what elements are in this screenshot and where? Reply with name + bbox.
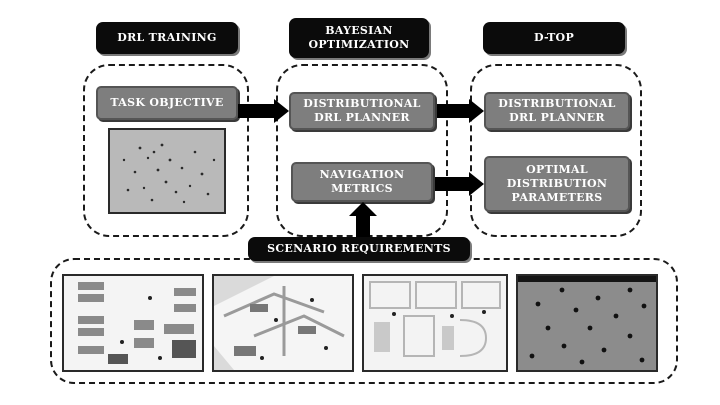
- task-objective-box: TASK OBJECTIVE: [96, 86, 238, 120]
- optimal-parameters-box: OPTIMAL DISTRIBUTION PARAMETERS: [484, 156, 630, 212]
- header-bayesian-optimization-label: BAYESIAN OPTIMIZATION: [308, 24, 410, 51]
- task-objective-label: TASK OBJECTIVE: [110, 96, 224, 109]
- scenario-image-floorplan: [362, 274, 508, 372]
- header-dtop: D-TOP: [483, 22, 625, 54]
- distributional-planner-box-1: DISTRIBUTIONAL DRL PLANNER: [289, 92, 435, 130]
- header-dtop-label: D-TOP: [533, 31, 575, 44]
- navigation-metrics-box: NAVIGATION METRICS: [291, 162, 433, 202]
- header-drl-training-label: DRL TRAINING: [117, 31, 217, 44]
- distributional-planner-box-2: DISTRIBUTIONAL DRL PLANNER: [484, 92, 630, 130]
- stage-bayesian-optimization: [276, 64, 448, 237]
- scenario-image-crowd: [516, 274, 658, 372]
- optimal-parameters-label: OPTIMAL DISTRIBUTION PARAMETERS: [506, 163, 608, 204]
- task-objective-image: [108, 128, 226, 214]
- scenario-image-warehouse: [62, 274, 204, 372]
- distributional-planner-label-2: DISTRIBUTIONAL DRL PLANNER: [498, 97, 616, 124]
- scenario-requirements-label-box: SCENARIO REQUIREMENTS: [248, 237, 470, 261]
- distributional-planner-label-1: DISTRIBUTIONAL DRL PLANNER: [303, 97, 421, 124]
- scenario-requirements-label: SCENARIO REQUIREMENTS: [267, 242, 451, 255]
- header-bayesian-optimization: BAYESIAN OPTIMIZATION: [289, 18, 429, 58]
- header-drl-training: DRL TRAINING: [96, 22, 238, 54]
- scenario-image-office: [212, 274, 354, 372]
- navigation-metrics-label: NAVIGATION METRICS: [319, 168, 405, 195]
